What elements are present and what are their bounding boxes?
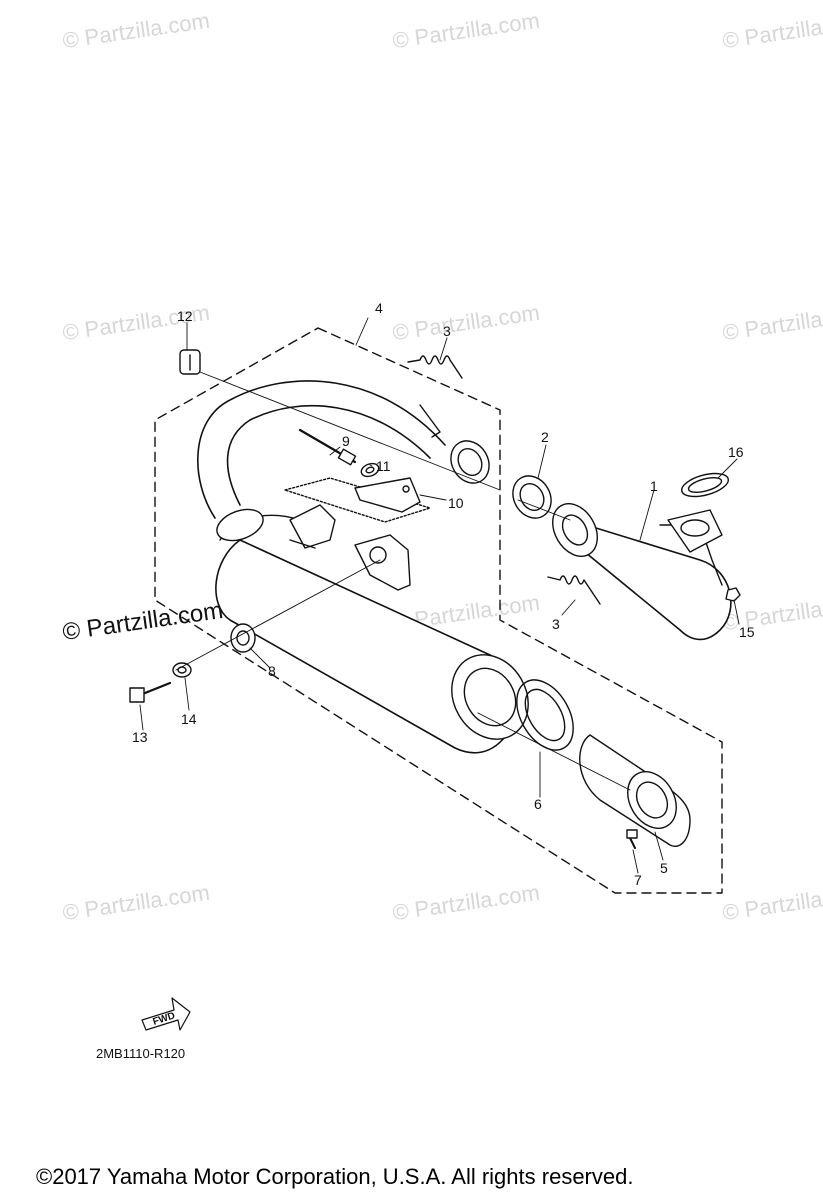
callout-8: 8 — [268, 663, 276, 679]
spring-lower — [547, 575, 601, 605]
nut-15 — [725, 587, 741, 602]
callout-6: 6 — [534, 796, 542, 812]
pipe-flange-head — [667, 509, 723, 553]
callout-13: 13 — [132, 729, 148, 745]
callout-11: 11 — [376, 458, 391, 474]
fwd-arrow-icon — [141, 997, 191, 1031]
gasket-6 — [516, 679, 574, 751]
callout-7: 7 — [634, 872, 642, 888]
gasket-2 — [512, 475, 552, 519]
plate-10 — [284, 477, 431, 523]
callout-3: 3 — [443, 323, 451, 339]
callout-4: 4 — [375, 300, 383, 316]
callout-14: 14 — [181, 711, 197, 727]
callout-10: 10 — [448, 495, 464, 511]
diagram-code: 2MB1110-R120 — [96, 1046, 186, 1061]
copyright-notice: ©2017 Yamaha Motor Corporation, U.S.A. A… — [36, 1164, 634, 1189]
callout-15: 15 — [739, 624, 755, 640]
gasket-16 — [680, 472, 730, 498]
spring-upper — [407, 355, 463, 379]
callout-12: 12 — [177, 308, 193, 324]
bolt-13 — [138, 681, 172, 697]
leader-lines — [139, 317, 740, 874]
callout-9: 9 — [342, 433, 350, 449]
bracket-lower — [354, 534, 411, 591]
assembly-boundary — [154, 327, 723, 894]
muffler-outlet-ring — [451, 654, 529, 740]
header-pipe-end — [450, 440, 490, 484]
muffler-inlet — [216, 508, 264, 542]
pipe-flange — [552, 503, 598, 557]
guide-lines — [175, 371, 631, 791]
screw-7 — [629, 837, 636, 849]
callout-3b: 3 — [552, 616, 560, 632]
callout-5: 5 — [660, 860, 668, 876]
header-pipe — [197, 380, 446, 519]
callout-1: 1 — [650, 478, 658, 494]
callout-16: 16 — [728, 444, 744, 460]
fwd-label: FWD — [152, 1010, 177, 1028]
callout-2: 2 — [541, 429, 549, 445]
washer-11 — [360, 462, 380, 478]
washer-14 — [172, 662, 192, 678]
